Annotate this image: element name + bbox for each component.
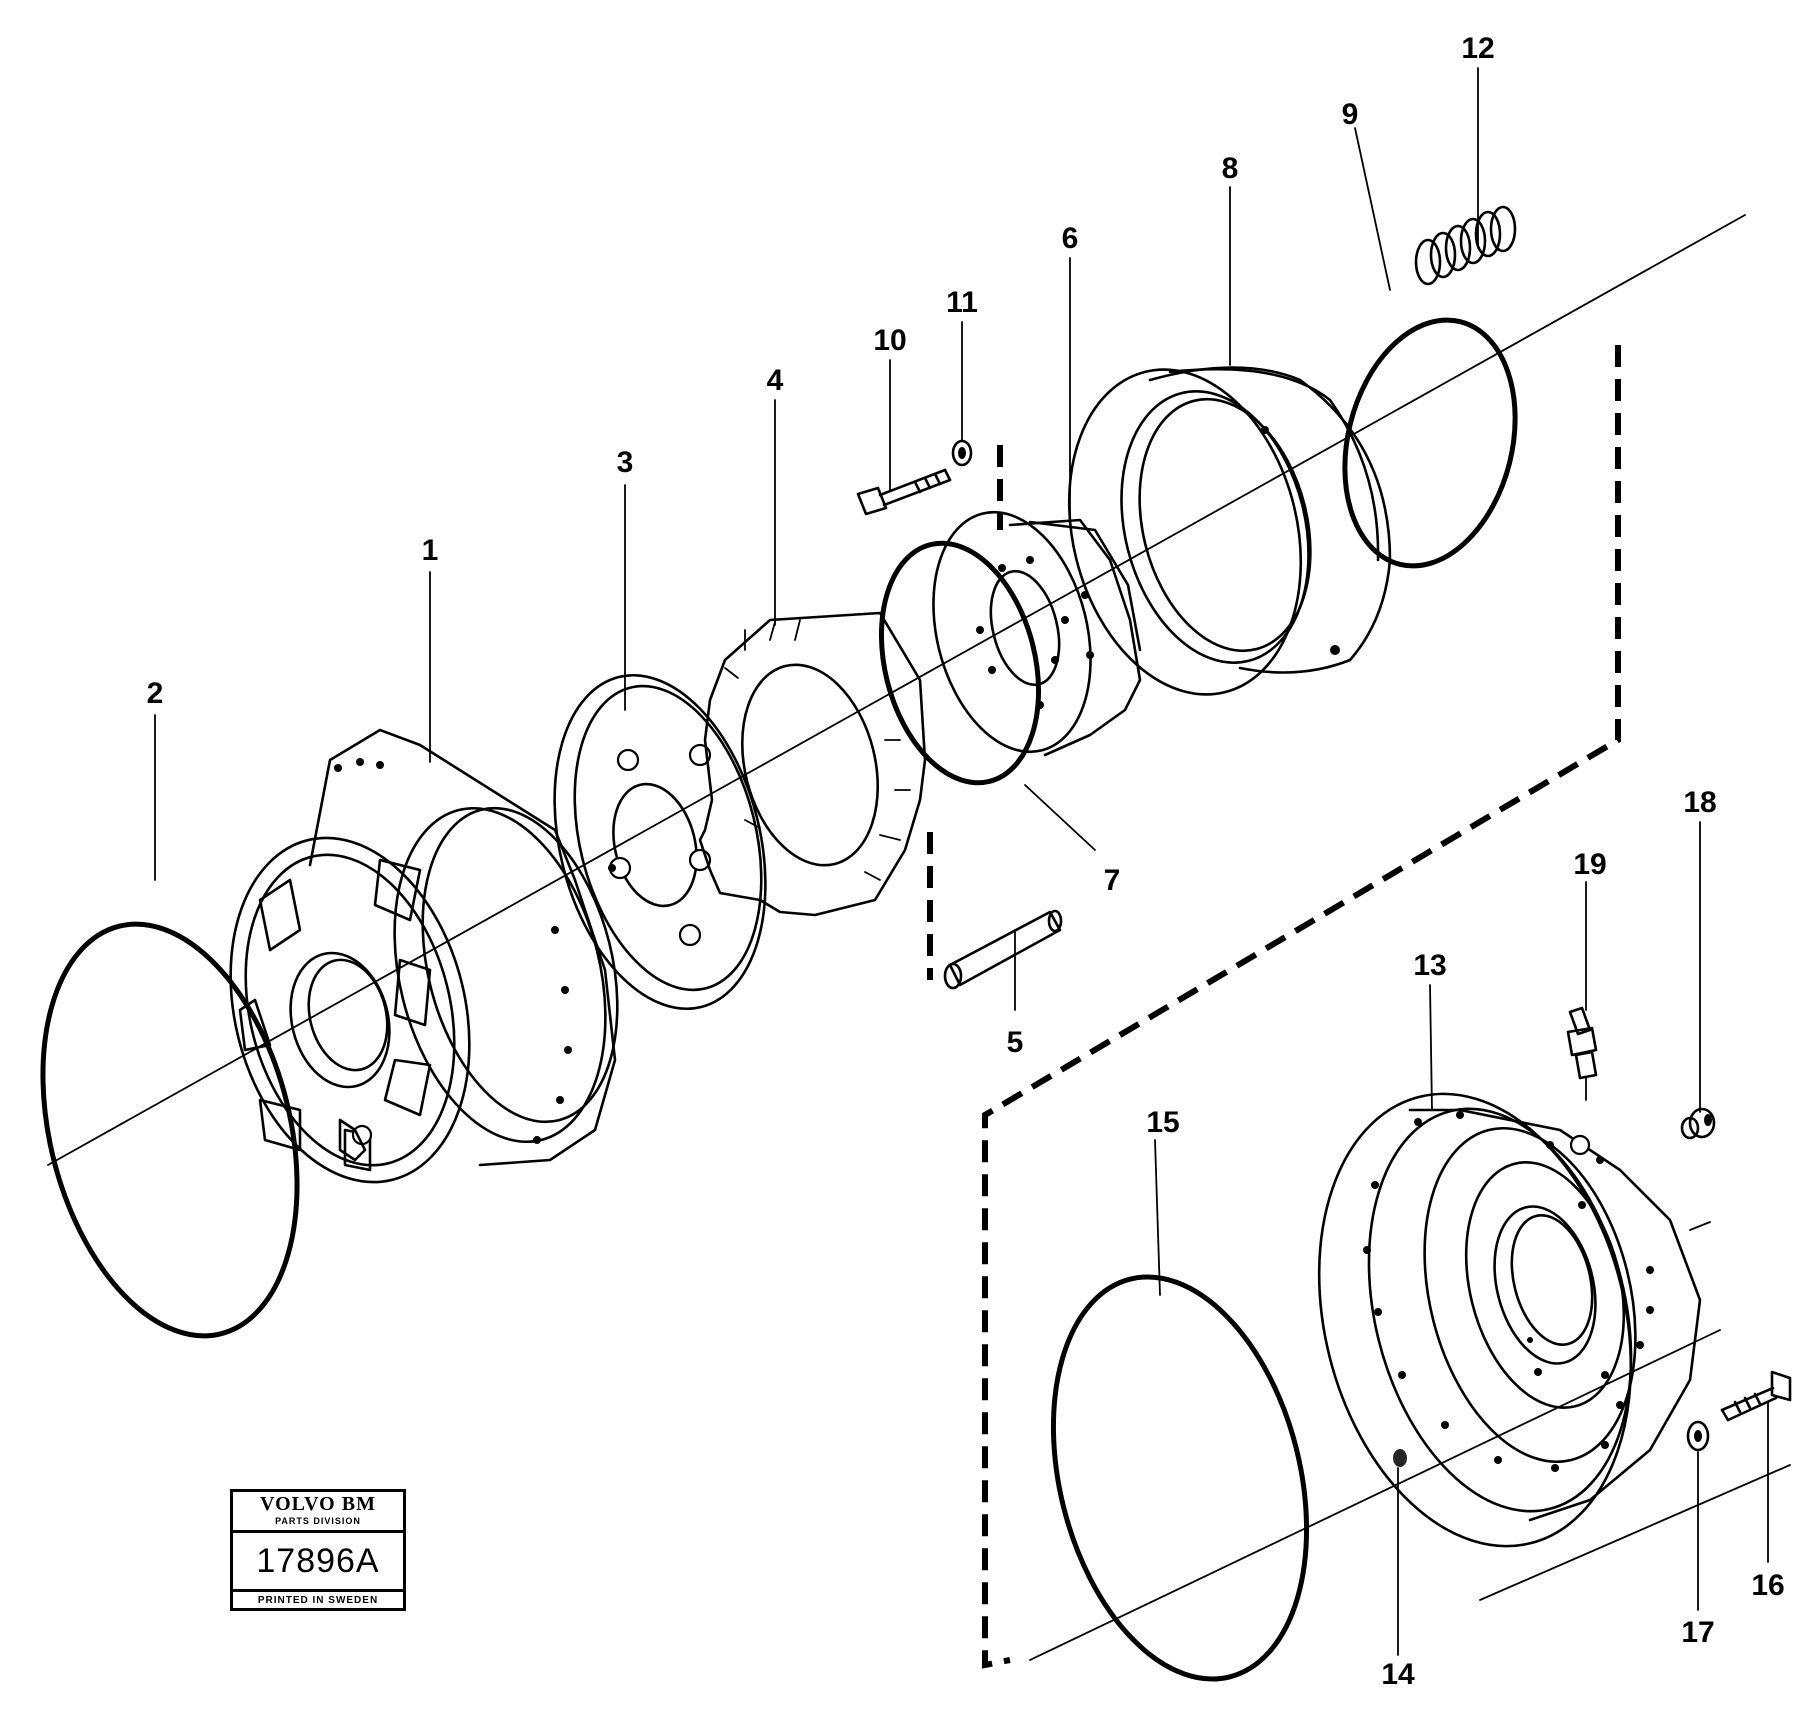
part-12-spring — [1414, 205, 1517, 286]
callout-13: 13 — [1413, 949, 1446, 982]
stamp-divider-bottom — [233, 1589, 403, 1592]
stamp-drawing-number: 17896A — [256, 1542, 380, 1580]
callout-1: 1 — [422, 534, 439, 567]
callout-16: 16 — [1751, 1569, 1784, 1602]
lower-centerline-b — [1479, 1464, 1791, 1601]
part-13-cover — [1317, 1092, 1702, 1548]
part-15-o-ring — [1050, 1274, 1310, 1682]
part-14-small-plug — [1393, 1449, 1407, 1467]
lower-centerline-c — [1689, 1221, 1711, 1231]
part-19-breather — [1566, 1006, 1598, 1101]
part-7-o-ring — [878, 540, 1042, 786]
callout-18: 18 — [1683, 786, 1716, 819]
part-11-washer — [951, 439, 973, 467]
leader-lines — [154, 67, 1769, 1656]
parts-catalog-stamp: VOLVO BM PARTS DIVISION 17896A PRINTED I… — [230, 1489, 406, 1611]
part-8-ring-housing — [1067, 366, 1392, 696]
callout-2: 2 — [147, 677, 164, 710]
callout-9: 9 — [1342, 98, 1359, 131]
part-6-piston — [932, 510, 1142, 757]
callout-15: 15 — [1146, 1106, 1179, 1139]
stamp-printed-in: PRINTED IN SWEDEN — [257, 1595, 379, 1606]
assembly-boundary-dashed — [982, 345, 1621, 1669]
stamp-divider-top — [233, 1530, 403, 1533]
part-17-washer — [1686, 1420, 1710, 1452]
callout-11: 11 — [946, 286, 978, 319]
upper-centerline — [47, 214, 1746, 1166]
part-10-bolt — [856, 468, 952, 516]
part-2-o-ring — [40, 921, 300, 1339]
part-1-housing — [229, 728, 619, 1184]
callout-3: 3 — [617, 446, 634, 479]
callout-7: 7 — [1104, 864, 1121, 897]
callout-19: 19 — [1573, 848, 1606, 881]
stamp-division: PARTS DIVISION — [275, 1516, 361, 1526]
part-3-plate — [553, 673, 767, 1011]
callout-14: 14 — [1381, 1658, 1415, 1691]
part-18-plug — [1680, 1107, 1716, 1140]
callout-4: 4 — [767, 364, 784, 397]
callout-5: 5 — [1007, 1026, 1024, 1059]
part-9-snap-ring — [1342, 317, 1518, 569]
stamp-brand: VOLVO BM — [260, 1493, 376, 1515]
callout-6: 6 — [1062, 222, 1079, 255]
callout-17: 17 — [1681, 1616, 1714, 1649]
callout-10: 10 — [873, 324, 906, 357]
callout-8: 8 — [1222, 152, 1239, 185]
callout-12: 12 — [1461, 32, 1494, 65]
lower-centerline-a — [1029, 1329, 1721, 1661]
part-5-pin — [943, 909, 1063, 990]
part-16-bolt — [1720, 1370, 1792, 1422]
